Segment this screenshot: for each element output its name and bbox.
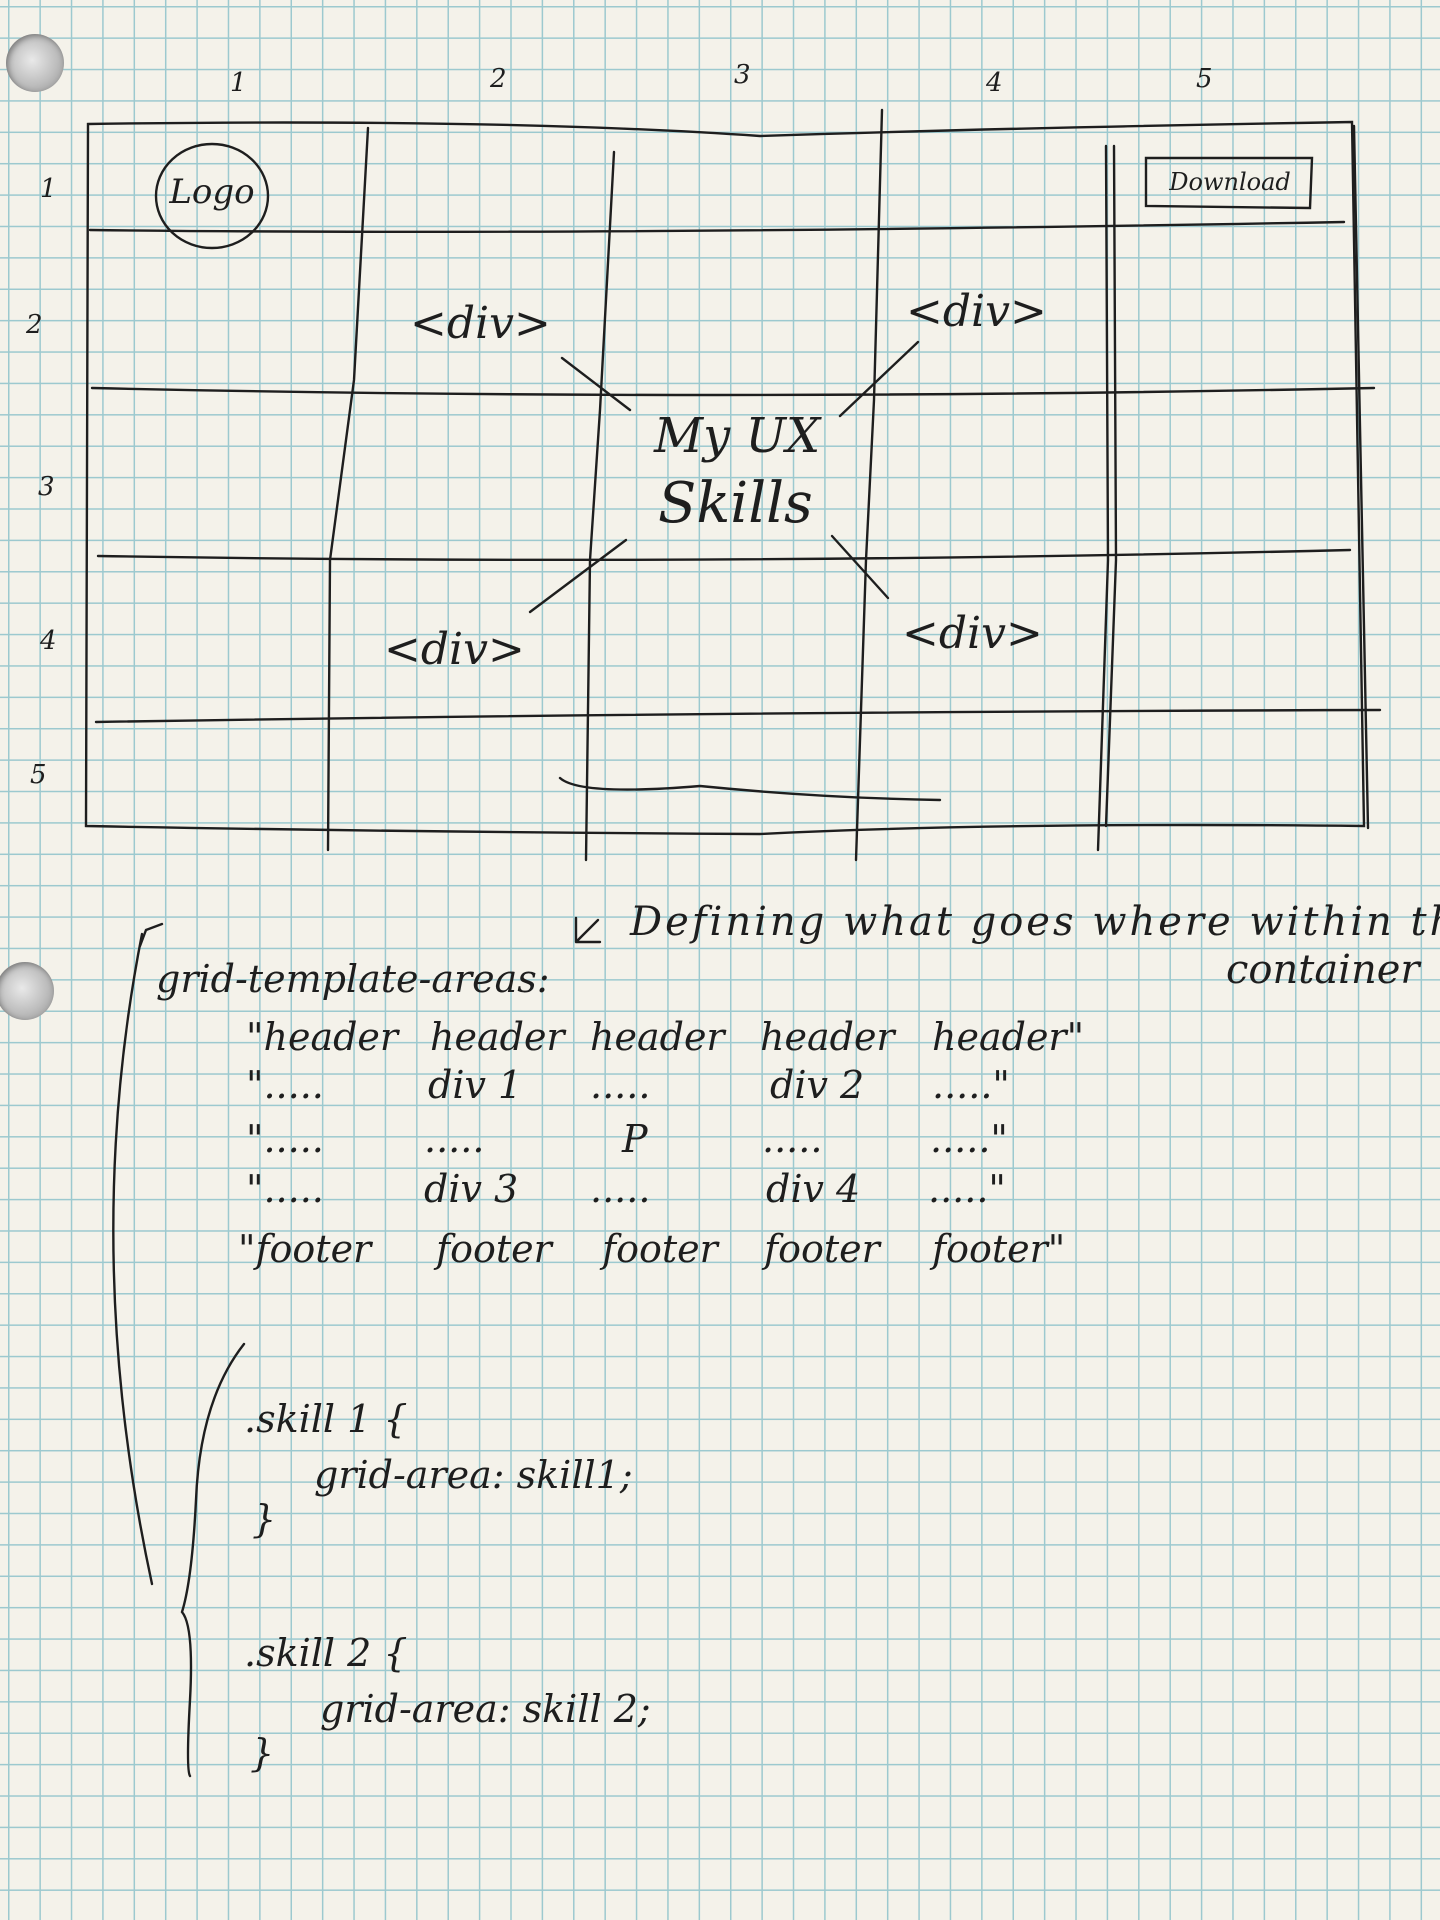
row-divider (90, 386, 1376, 397)
annotation-line1: Defining what goes where within the (630, 899, 1440, 945)
css-close-brace: } (250, 1731, 275, 1775)
css-property: grid-template-areas: (156, 957, 550, 1001)
binder-hole-middle (0, 962, 54, 1020)
annotation-line2: container (1226, 947, 1420, 993)
div-label: <div> (902, 608, 1043, 659)
column-divider (1104, 144, 1118, 828)
column-number: 1 (230, 68, 247, 98)
binder-hole-top (6, 34, 64, 92)
template-cell: "footer (238, 1227, 372, 1271)
logo: Logo (169, 172, 255, 212)
template-cell: footer (764, 1227, 880, 1271)
column-number: 3 (734, 60, 751, 90)
template-cell: ....." (932, 1063, 1010, 1107)
css-selector: .skill 1 { (244, 1397, 408, 1441)
template-cell: "..... (246, 1167, 324, 1211)
css-declaration: grid-area: skill 2; (320, 1687, 651, 1731)
column-divider (854, 108, 884, 862)
template-cell: P (622, 1117, 648, 1161)
template-cell: div 3 (424, 1167, 519, 1211)
logo-circle (154, 142, 270, 250)
template-cell: footer" (932, 1227, 1066, 1271)
css-selector: .skill 2 { (244, 1631, 408, 1675)
center-title-line2: Skills (658, 471, 813, 536)
template-cell: ....." (928, 1167, 1006, 1211)
download-button: Download (1169, 168, 1291, 196)
template-cell: ..... (762, 1117, 823, 1161)
wireframe-outline (84, 120, 1366, 836)
template-cell: footer (436, 1227, 552, 1271)
row-number: 4 (40, 626, 57, 656)
template-cell: header (590, 1015, 725, 1059)
row-number: 2 (26, 310, 43, 340)
row-number: 5 (30, 760, 47, 790)
column-number: 4 (986, 68, 1003, 98)
template-cell: footer (602, 1227, 718, 1271)
template-cell: ..... (424, 1117, 485, 1161)
row-divider (88, 220, 1346, 233)
template-cell: "..... (246, 1063, 324, 1107)
css-declaration: grid-area: skill1; (314, 1453, 633, 1497)
div-label: <div> (906, 286, 1047, 337)
row-number: 1 (40, 174, 57, 204)
template-cell: div 1 (428, 1063, 523, 1107)
column-divider (1096, 144, 1110, 852)
template-cell: "..... (246, 1117, 324, 1161)
template-cell: ..... (590, 1063, 651, 1107)
template-cell: header (430, 1015, 565, 1059)
css-close-brace: } (252, 1497, 277, 1541)
template-cell: header (760, 1015, 895, 1059)
div-label: <div> (384, 624, 525, 675)
column-number: 5 (1196, 64, 1213, 94)
template-cell: ..... (590, 1167, 651, 1211)
column-divider (326, 126, 370, 852)
download-box (1144, 156, 1314, 210)
column-divider (584, 150, 616, 862)
row-number: 3 (38, 472, 55, 502)
template-cell: header" (932, 1015, 1085, 1059)
template-cell: "header (246, 1015, 399, 1059)
template-cell: div 2 (770, 1063, 865, 1107)
center-title-line1: My UX (654, 408, 821, 464)
template-cell: ....." (930, 1117, 1008, 1161)
div-label: <div> (410, 298, 551, 349)
row-divider (94, 708, 1382, 724)
template-cell: div 4 (766, 1167, 861, 1211)
column-number: 2 (490, 64, 507, 94)
row-divider (96, 548, 1352, 562)
